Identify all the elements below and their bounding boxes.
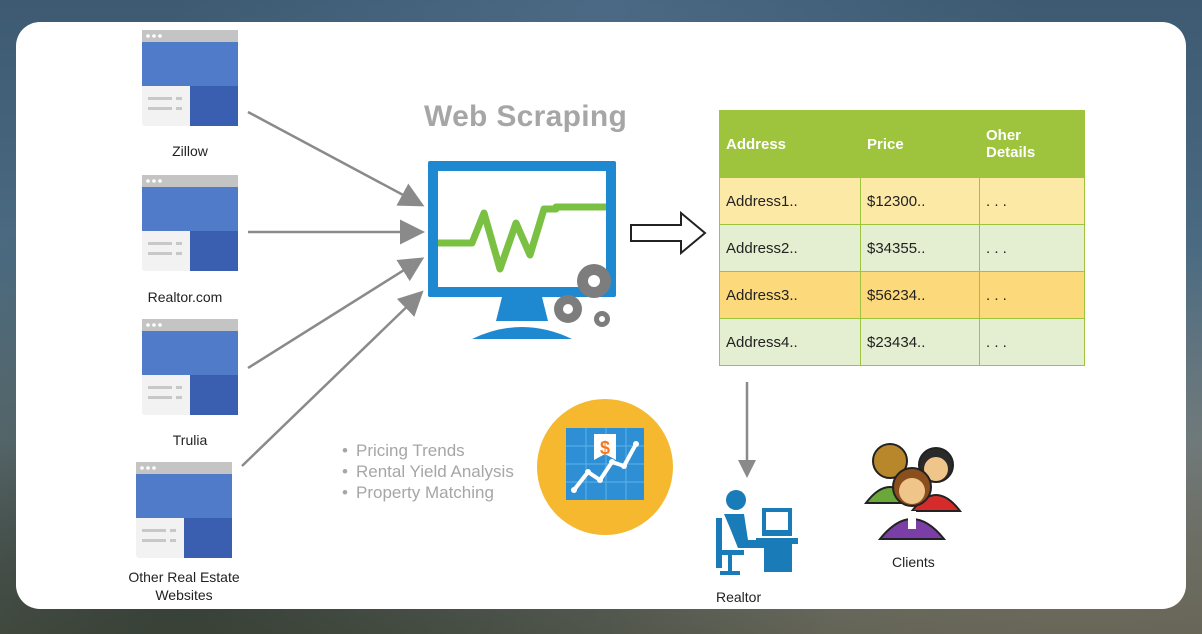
cell-price: $56234.. xyxy=(860,271,980,319)
table-row: Address4.. $23434.. . . . xyxy=(719,318,1085,366)
scraped-data-table: Address Price Oher Details Address1.. $1… xyxy=(719,110,1085,366)
cell-address: Address2.. xyxy=(719,224,861,272)
cell-details: . . . xyxy=(979,318,1085,366)
monitor-icon xyxy=(428,161,616,339)
list-item: •Property Matching xyxy=(342,483,494,502)
cell-address: Address3.. xyxy=(719,271,861,319)
column-header-other-details: Oher Details xyxy=(979,110,1085,178)
bullet-text: Pricing Trends xyxy=(356,441,465,460)
cell-price: $12300.. xyxy=(860,177,980,225)
gears-icon xyxy=(554,264,611,327)
source-label-other: Other Real Estate Websites xyxy=(128,569,240,603)
source-arrows xyxy=(241,110,425,467)
table-header-row: Address Price Oher Details xyxy=(719,110,1085,178)
source-label-trulia: Trulia xyxy=(172,432,208,448)
website-icon-trulia xyxy=(142,319,238,415)
table-row: Address2.. $34355.. . . . xyxy=(719,224,1085,272)
cell-price: $34355.. xyxy=(860,224,980,272)
benefits-list: •Pricing Trends •Rental Yield Analysis •… xyxy=(342,440,514,503)
diagram-card: Zillow Realtor.com Trulia Other Real Est… xyxy=(16,22,1186,609)
website-icon-realtor xyxy=(142,175,238,271)
diagram-title: Web Scraping xyxy=(424,100,628,133)
realtor-arrow xyxy=(738,382,756,478)
output-arrow xyxy=(630,210,707,256)
cell-details: . . . xyxy=(979,224,1085,272)
cell-details: . . . xyxy=(979,177,1085,225)
realtor-label: Realtor xyxy=(716,589,762,605)
column-header-price: Price xyxy=(860,110,980,178)
table-row: Address1.. $12300.. . . . xyxy=(719,177,1085,225)
list-item: •Pricing Trends xyxy=(342,441,465,460)
website-icon-zillow xyxy=(142,30,238,126)
cell-details: . . . xyxy=(979,271,1085,319)
price-tag-symbol: $ xyxy=(600,438,610,458)
website-icon-other xyxy=(136,462,232,558)
column-header-address: Address xyxy=(719,110,861,178)
clients-label: Clients xyxy=(892,554,935,570)
table-row: Address3.. $56234.. . . . xyxy=(719,271,1085,319)
source-label-realtor: Realtor.com xyxy=(147,289,223,305)
cell-address: Address1.. xyxy=(719,177,861,225)
source-label-zillow: Zillow xyxy=(172,143,208,159)
cell-price: $23434.. xyxy=(860,318,980,366)
bullet-text: Property Matching xyxy=(356,483,494,502)
analytics-chart-icon: $ xyxy=(537,399,673,535)
bullet-text: Rental Yield Analysis xyxy=(356,462,514,481)
realtor-icon xyxy=(716,490,798,575)
list-item: •Rental Yield Analysis xyxy=(342,462,514,481)
cell-address: Address4.. xyxy=(719,318,861,366)
clients-icon xyxy=(863,443,963,540)
